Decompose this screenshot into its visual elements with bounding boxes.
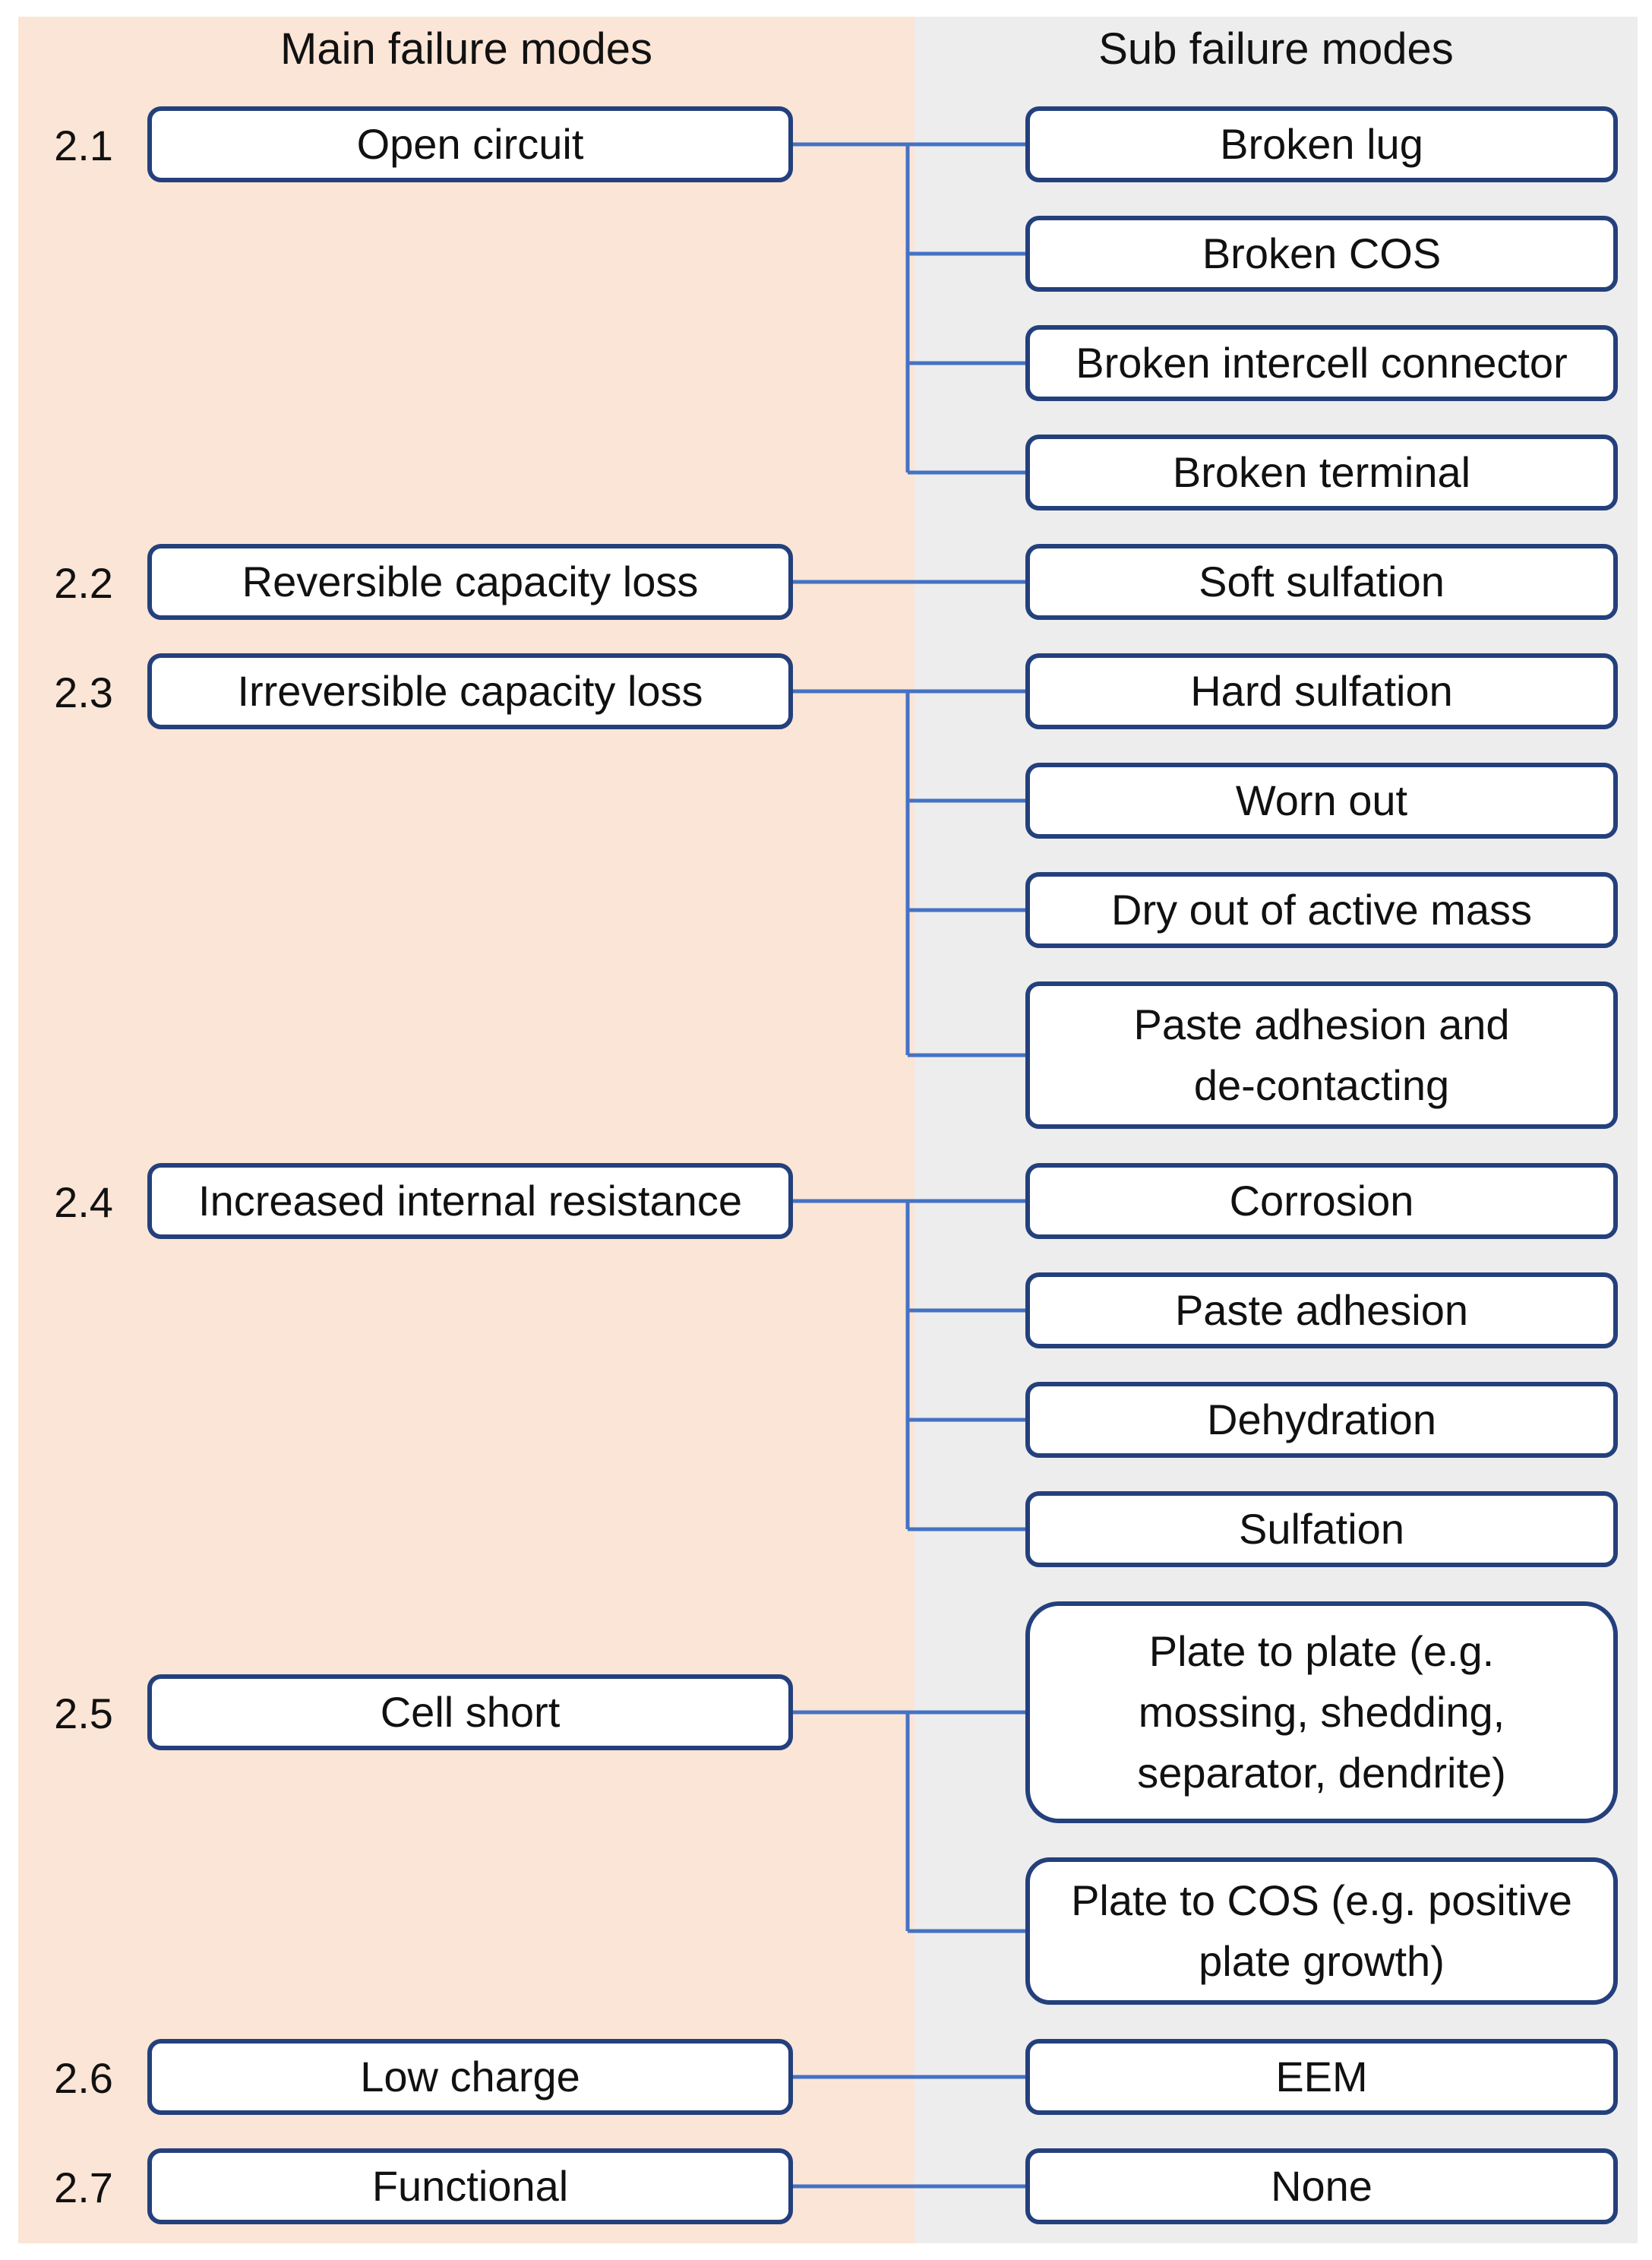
group-number: 2.5 [54,1689,113,1737]
group-number: 2.2 [54,559,113,607]
sub-failure-mode-box: Sulfation [1025,1491,1618,1567]
sub-failure-mode-box: Soft sulfation [1025,544,1618,620]
main-failure-mode-box: Functional [147,2148,793,2224]
group-number: 2.7 [54,2164,113,2211]
group-number: 2.1 [54,122,113,169]
sub-failure-modes-header: Sub failure modes [1098,24,1454,74]
group-number: 2.4 [54,1178,113,1226]
main-failure-mode-box: Increased internal resistance [147,1163,793,1239]
sub-failure-mode-box: Plate to plate (e.g. mossing, shedding, … [1025,1601,1618,1823]
sub-failure-mode-box: Paste adhesion [1025,1272,1618,1348]
main-failure-mode-box: Open circuit [147,106,793,182]
main-failure-mode-box: Cell short [147,1674,793,1750]
sub-failure-mode-box: Corrosion [1025,1163,1618,1239]
group-number: 2.6 [54,2054,113,2102]
sub-failure-mode-box: Broken COS [1025,216,1618,292]
sub-failure-mode-box: Plate to COS (e.g. positive plate growth… [1025,1857,1618,2005]
sub-failure-mode-box: None [1025,2148,1618,2224]
sub-failure-mode-box: Paste adhesion and de-contacting [1025,981,1618,1129]
main-failure-mode-box: Low charge [147,2039,793,2115]
sub-failure-mode-box: EEM [1025,2039,1618,2115]
sub-failure-mode-box: Broken terminal [1025,435,1618,510]
sub-failure-mode-box: Worn out [1025,763,1618,839]
sub-failure-mode-box: Dry out of active mass [1025,872,1618,948]
main-failure-mode-box: Irreversible capacity loss [147,653,793,729]
sub-failure-mode-box: Broken lug [1025,106,1618,182]
group-number: 2.3 [54,669,113,716]
main-failure-mode-box: Reversible capacity loss [147,544,793,620]
sub-failure-mode-box: Dehydration [1025,1382,1618,1458]
main-failure-modes-header: Main failure modes [280,24,652,74]
main-failure-modes-column [18,17,914,2243]
sub-failure-mode-box: Hard sulfation [1025,653,1618,729]
sub-failure-mode-box: Broken intercell connector [1025,325,1618,401]
